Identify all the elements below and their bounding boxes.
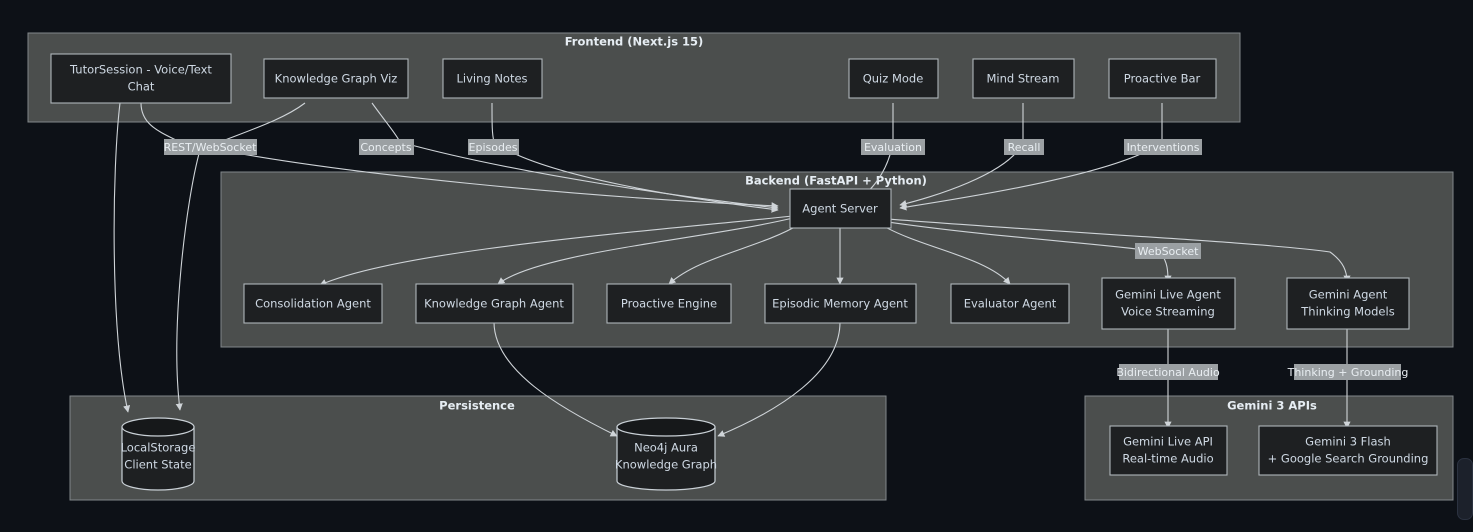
node-proactive-engine-label: Proactive Engine [621, 297, 717, 311]
edge-label-interventions: Interventions [1124, 139, 1202, 155]
node-localstorage-line2: Client State [124, 458, 191, 472]
scrollbar-thumb[interactable] [1457, 458, 1473, 520]
edge-label-rest: REST/WebSocket [164, 139, 257, 155]
cluster-backend-title: Backend (FastAPI + Python) [745, 174, 927, 188]
edge-label-rest-text: REST/WebSocket [164, 141, 257, 154]
node-gemini-3-flash-line2: + Google Search Grounding [1268, 452, 1429, 466]
edge-label-interventions-text: Interventions [1127, 141, 1200, 154]
node-proactive-bar[interactable]: Proactive Bar [1108, 58, 1217, 99]
node-gemini-3-flash-line1: Gemini 3 Flash [1305, 435, 1391, 449]
node-knowledge-graph-agent-label: Knowledge Graph Agent [424, 297, 564, 311]
edge-label-websocket-text: WebSocket [1138, 245, 1199, 258]
node-tutor-session-line1: TutorSession - Voice/Text [69, 63, 212, 77]
edge-label-bidirectional-audio: Bidirectional Audio [1116, 364, 1220, 380]
edge-label-episodes: Episodes [468, 139, 519, 155]
node-agent-server-label: Agent Server [802, 202, 878, 216]
edge-label-episodes-text: Episodes [469, 141, 518, 154]
node-proactive-bar-label: Proactive Bar [1124, 72, 1201, 86]
edge-label-evaluation: Evaluation [861, 139, 925, 155]
node-evaluator-agent-label: Evaluator Agent [964, 297, 1057, 311]
node-tutor-session-line2: Chat [128, 80, 155, 94]
node-evaluator-agent[interactable]: Evaluator Agent [950, 283, 1070, 324]
node-knowledge-graph-agent[interactable]: Knowledge Graph Agent [415, 283, 574, 324]
node-episodic-memory-agent-label: Episodic Memory Agent [772, 297, 908, 311]
node-neo4j-aura[interactable]: Neo4j Aura Knowledge Graph [615, 417, 717, 491]
cluster-frontend-title: Frontend (Next.js 15) [565, 35, 704, 49]
node-gemini-live-agent[interactable]: Gemini Live Agent Voice Streaming [1101, 277, 1236, 330]
node-mind-stream-label: Mind Stream [987, 72, 1060, 86]
edge-label-concepts: Concepts [359, 139, 414, 155]
node-agent-server[interactable]: Agent Server [789, 188, 892, 229]
node-consolidation-agent[interactable]: Consolidation Agent [243, 283, 383, 324]
node-mind-stream[interactable]: Mind Stream [972, 58, 1075, 99]
node-knowledge-graph-viz-label: Knowledge Graph Viz [275, 72, 398, 86]
node-proactive-engine[interactable]: Proactive Engine [606, 283, 732, 324]
node-living-notes-label: Living Notes [456, 72, 527, 86]
node-gemini-thinking-agent-line1: Gemini Agent [1309, 288, 1388, 302]
node-quiz-mode-label: Quiz Mode [863, 72, 924, 86]
node-knowledge-graph-viz[interactable]: Knowledge Graph Viz [263, 58, 409, 99]
node-living-notes[interactable]: Living Notes [442, 58, 543, 99]
node-episodic-memory-agent[interactable]: Episodic Memory Agent [764, 283, 917, 324]
edge-label-websocket: WebSocket [1135, 243, 1201, 259]
node-neo4j-aura-line2: Knowledge Graph [615, 458, 717, 472]
node-localstorage[interactable]: LocalStorage Client State [121, 417, 196, 491]
edge-label-evaluation-text: Evaluation [864, 141, 922, 154]
node-neo4j-aura-line1: Neo4j Aura [634, 441, 698, 455]
node-gemini-thinking-agent-line2: Thinking Models [1300, 305, 1394, 319]
node-gemini-live-agent-line2: Voice Streaming [1121, 305, 1215, 319]
node-gemini-live-agent-line1: Gemini Live Agent [1115, 288, 1221, 302]
node-gemini-live-api-line1: Gemini Live API [1123, 435, 1213, 449]
edge-label-thinking-grounding: Thinking + Grounding [1287, 364, 1409, 380]
node-gemini-live-api-line2: Real-time Audio [1122, 452, 1213, 466]
edge-label-bidirectional-audio-text: Bidirectional Audio [1116, 366, 1220, 379]
cluster-persistence-title: Persistence [439, 399, 515, 413]
node-gemini-live-api[interactable]: Gemini Live API Real-time Audio [1109, 425, 1228, 476]
cluster-gemini-title: Gemini 3 APIs [1227, 399, 1317, 413]
node-quiz-mode[interactable]: Quiz Mode [848, 58, 939, 99]
node-gemini-3-flash[interactable]: Gemini 3 Flash + Google Search Grounding [1258, 425, 1438, 476]
edge-label-recall-text: Recall [1008, 141, 1041, 154]
node-localstorage-line1: LocalStorage [121, 441, 196, 455]
edge-label-thinking-grounding-text: Thinking + Grounding [1287, 366, 1409, 379]
edge-label-recall: Recall [1004, 139, 1044, 155]
cluster-persistence: Persistence [69, 395, 887, 501]
node-tutor-session[interactable]: TutorSession - Voice/Text Chat [50, 53, 232, 104]
node-consolidation-agent-label: Consolidation Agent [255, 297, 371, 311]
edge-label-concepts-text: Concepts [360, 141, 411, 154]
node-gemini-thinking-agent[interactable]: Gemini Agent Thinking Models [1286, 277, 1410, 330]
